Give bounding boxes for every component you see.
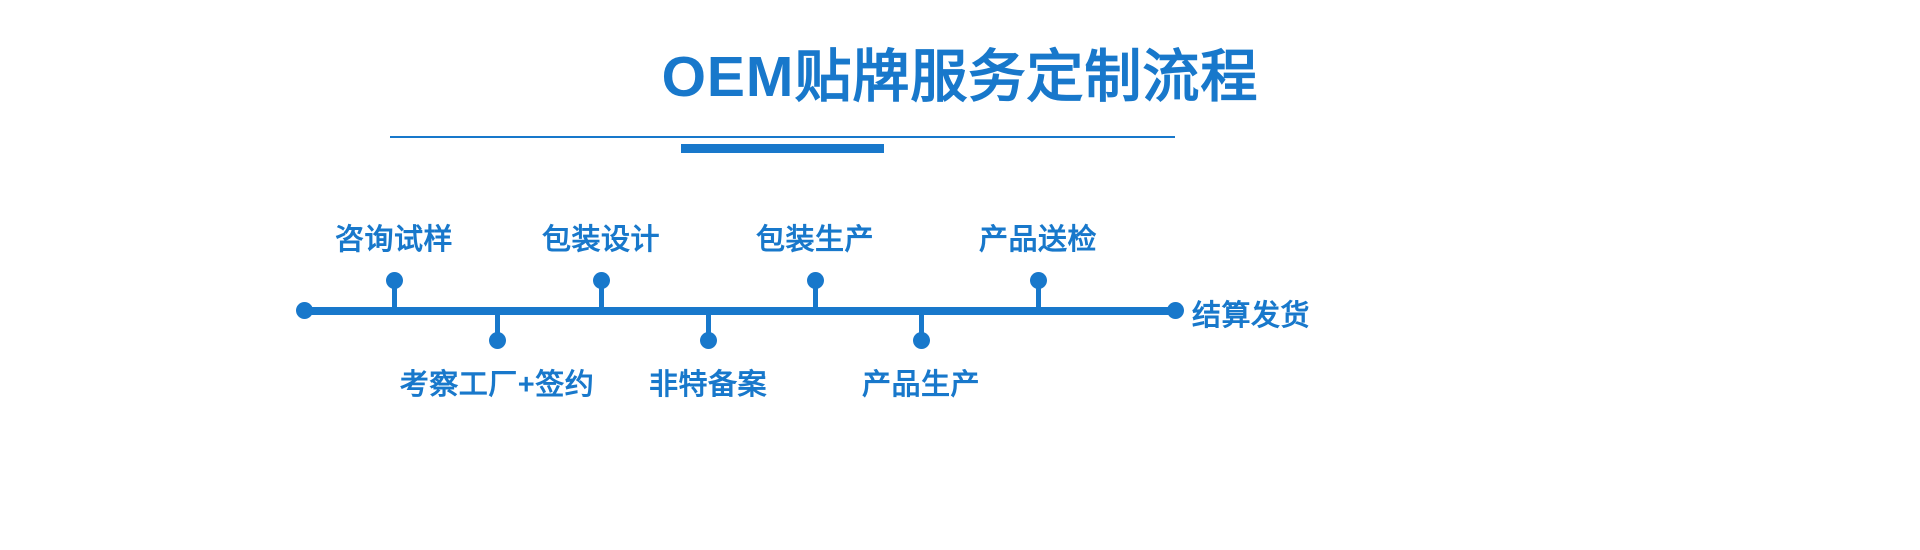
node-stem	[495, 311, 500, 339]
node-dot	[807, 272, 824, 289]
node-dot	[386, 272, 403, 289]
node-stem	[706, 311, 711, 339]
node-label-consultation-sample: 咨询试样	[334, 224, 454, 256]
node-dot	[1030, 272, 1047, 289]
timeline-axis	[300, 307, 1176, 315]
node-stem	[1036, 283, 1041, 311]
node-stem	[392, 283, 397, 311]
node-stem	[599, 283, 604, 311]
node-label-product-inspection: 产品送检	[978, 224, 1098, 256]
node-dot	[489, 332, 506, 349]
node-dot	[700, 332, 717, 349]
title-divider-line	[390, 136, 1175, 138]
timeline-start-marker	[296, 302, 313, 319]
node-dot	[593, 272, 610, 289]
node-label-packaging-design: 包装设计	[541, 224, 661, 256]
title-divider-accent	[681, 144, 884, 153]
node-dot	[913, 332, 930, 349]
node-label-packaging-production: 包装生产	[755, 224, 875, 256]
timeline-end-marker	[1167, 302, 1184, 319]
node-label-non-special-filing: 非特备案	[648, 369, 768, 401]
node-label-factory-visit-contract: 考察工厂+签约	[399, 369, 595, 401]
node-label-product-production: 产品生产	[861, 369, 981, 401]
page-title: OEM贴牌服务定制流程	[661, 45, 1259, 109]
node-stem	[813, 283, 818, 311]
node-stem	[919, 311, 924, 339]
node-label-settlement-shipment: 结算发货	[1192, 300, 1311, 332]
page-title-container: OEM贴牌服务定制流程	[0, 45, 1920, 109]
